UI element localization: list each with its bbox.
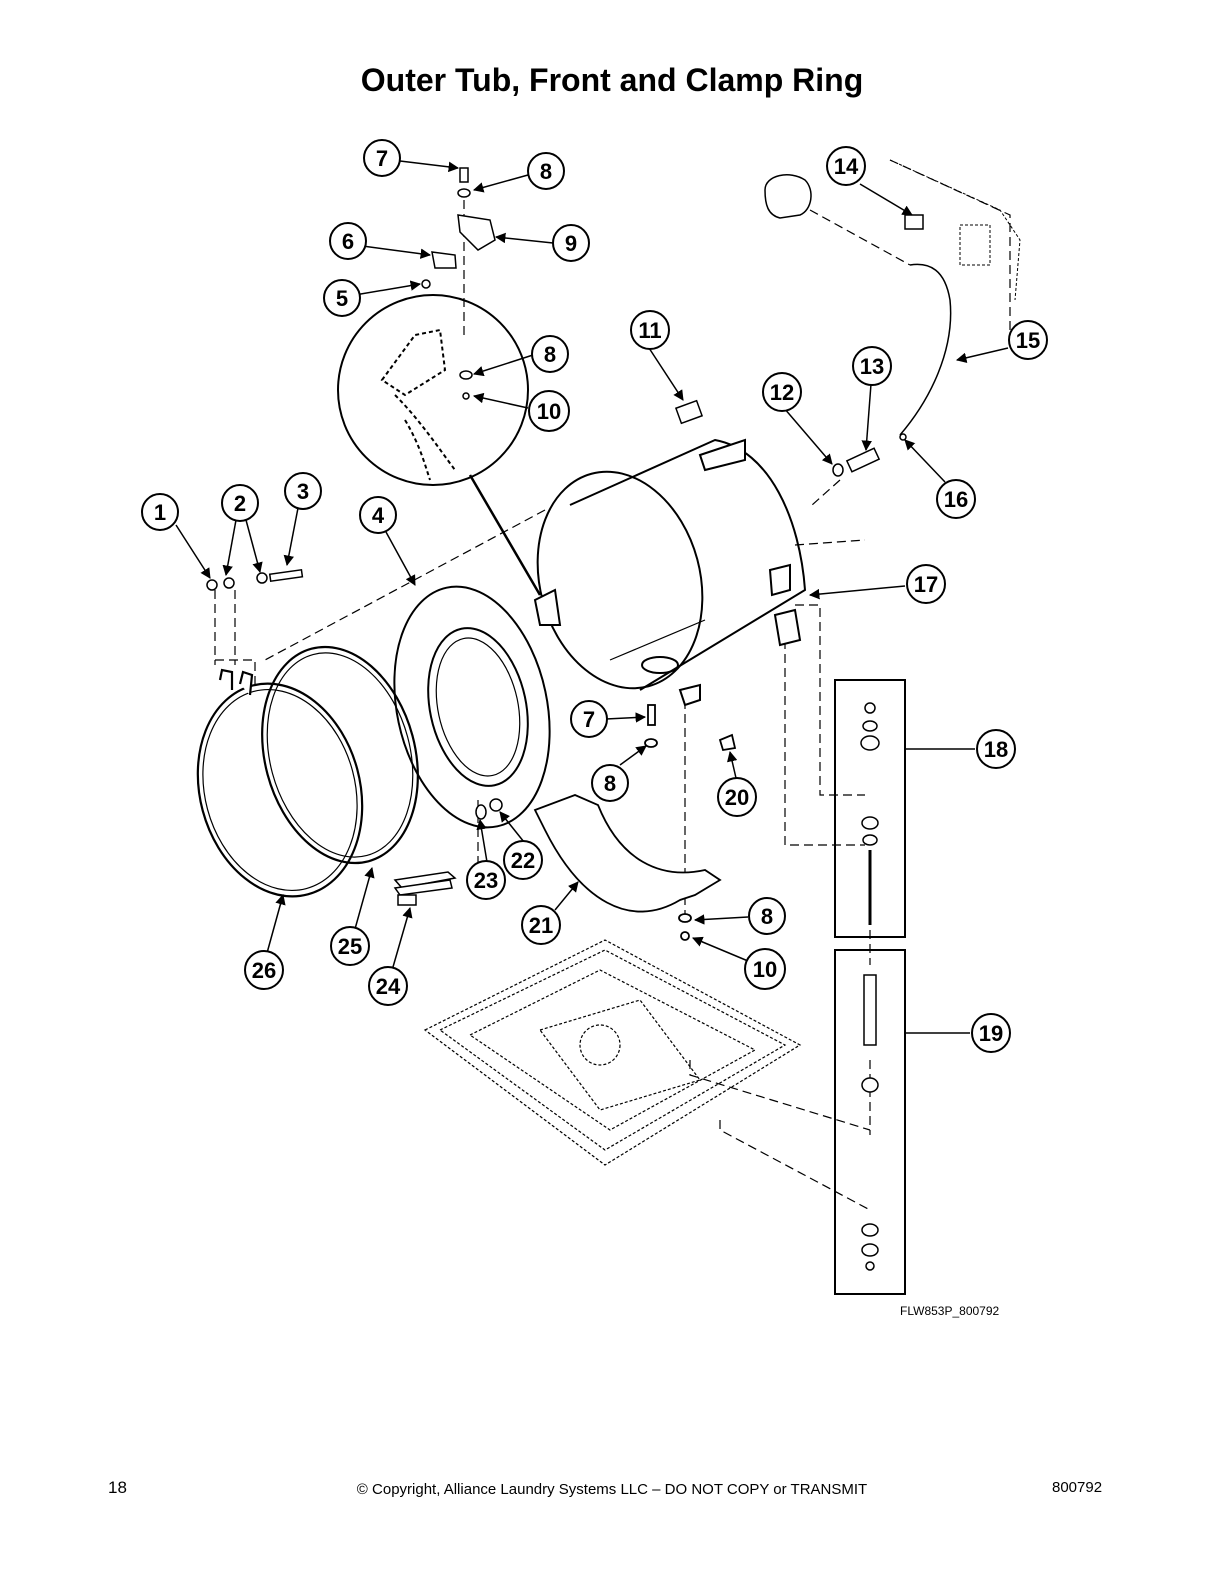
svg-text:7: 7 xyxy=(376,146,388,171)
svg-text:14: 14 xyxy=(834,154,859,179)
svg-text:4: 4 xyxy=(372,503,385,528)
svg-text:21: 21 xyxy=(529,913,553,938)
callout-22: 22 xyxy=(503,840,543,880)
callout-9: 9 xyxy=(552,224,590,262)
svg-text:8: 8 xyxy=(540,159,552,184)
svg-text:15: 15 xyxy=(1016,328,1040,353)
svg-text:1: 1 xyxy=(154,500,166,525)
door-gasket-and-clamp-ring xyxy=(196,645,419,898)
svg-text:2: 2 xyxy=(234,491,246,516)
svg-text:8: 8 xyxy=(761,904,773,929)
shock-kit-parts xyxy=(860,702,880,1271)
svg-text:18: 18 xyxy=(984,737,1008,762)
svg-text:11: 11 xyxy=(638,318,661,343)
callout-3: 3 xyxy=(284,472,322,510)
svg-text:7: 7 xyxy=(583,707,595,732)
heater-and-grommets xyxy=(393,798,503,906)
assembly-guide-lines xyxy=(214,159,1011,1211)
callout-20: 20 xyxy=(717,777,757,817)
callout-4: 4 xyxy=(359,496,397,534)
callout-8-detail: 8 xyxy=(531,335,569,373)
detail-magnifier xyxy=(337,294,542,596)
svg-text:22: 22 xyxy=(511,848,535,873)
callout-18: 18 xyxy=(976,729,1016,769)
callout-5: 5 xyxy=(323,279,361,317)
callout-8-lower: 8 xyxy=(748,897,786,935)
label-decal xyxy=(674,399,704,425)
tub-front xyxy=(393,585,551,829)
shock-kit-boxes xyxy=(834,679,975,1295)
copyright-notice: © Copyright, Alliance Laundry Systems LL… xyxy=(356,1481,868,1498)
svg-text:5: 5 xyxy=(336,286,348,311)
svg-text:17: 17 xyxy=(914,572,938,597)
svg-text:10: 10 xyxy=(537,399,561,424)
svg-text:23: 23 xyxy=(474,868,498,893)
document-number: 800792 xyxy=(1052,1479,1103,1496)
figure-code: FLW853P_800792 xyxy=(900,1304,1000,1318)
callout-14: 14 xyxy=(826,146,866,186)
callout-26: 26 xyxy=(244,950,284,990)
callout-7-top: 7 xyxy=(363,139,401,177)
callout-8-bottom: 8 xyxy=(591,764,629,802)
callout-13: 13 xyxy=(852,346,892,386)
callout-8-top: 8 xyxy=(527,152,565,190)
svg-text:25: 25 xyxy=(338,934,362,959)
callout-15: 15 xyxy=(1008,320,1048,360)
svg-text:8: 8 xyxy=(604,771,616,796)
clamp-hardware xyxy=(206,568,304,591)
callout-25: 25 xyxy=(330,926,370,966)
callout-6: 6 xyxy=(329,222,367,260)
svg-text:20: 20 xyxy=(725,785,749,810)
page-title: Outer Tub, Front and Clamp Ring xyxy=(360,62,864,98)
svg-text:16: 16 xyxy=(944,487,968,512)
callouts: 1 2 3 4 5 6 7 8 9 8 10 11 12 13 14 15 16… xyxy=(141,139,1048,1053)
svg-text:3: 3 xyxy=(297,479,309,504)
svg-text:9: 9 xyxy=(565,231,577,256)
callout-17: 17 xyxy=(906,564,946,604)
svg-text:13: 13 xyxy=(860,354,884,379)
callout-11: 11 xyxy=(630,310,670,350)
callout-7-bottom: 7 xyxy=(570,700,608,738)
svg-text:26: 26 xyxy=(252,958,276,983)
svg-text:12: 12 xyxy=(770,380,794,405)
callout-16: 16 xyxy=(936,479,976,519)
page-number: 18 xyxy=(108,1478,127,1497)
svg-text:8: 8 xyxy=(544,342,556,367)
svg-text:10: 10 xyxy=(753,957,777,982)
outer-tub xyxy=(533,438,807,707)
callout-2: 2 xyxy=(221,484,259,522)
callout-24: 24 xyxy=(368,966,408,1006)
svg-text:24: 24 xyxy=(376,974,401,999)
callout-1: 1 xyxy=(141,493,179,531)
callout-10-detail: 10 xyxy=(528,390,570,432)
callout-19: 19 xyxy=(971,1013,1011,1053)
tub-support-bracket xyxy=(533,704,737,941)
callout-23: 23 xyxy=(466,860,506,900)
svg-text:6: 6 xyxy=(342,229,354,254)
top-bracket-hardware xyxy=(421,167,496,400)
base-frame xyxy=(423,939,802,1166)
pressure-hose-parts xyxy=(764,159,1021,477)
callout-leaders xyxy=(175,160,1009,968)
callout-12: 12 xyxy=(762,372,802,412)
callout-10-lower: 10 xyxy=(744,948,786,990)
svg-text:19: 19 xyxy=(979,1021,1003,1046)
callout-21: 21 xyxy=(521,905,561,945)
